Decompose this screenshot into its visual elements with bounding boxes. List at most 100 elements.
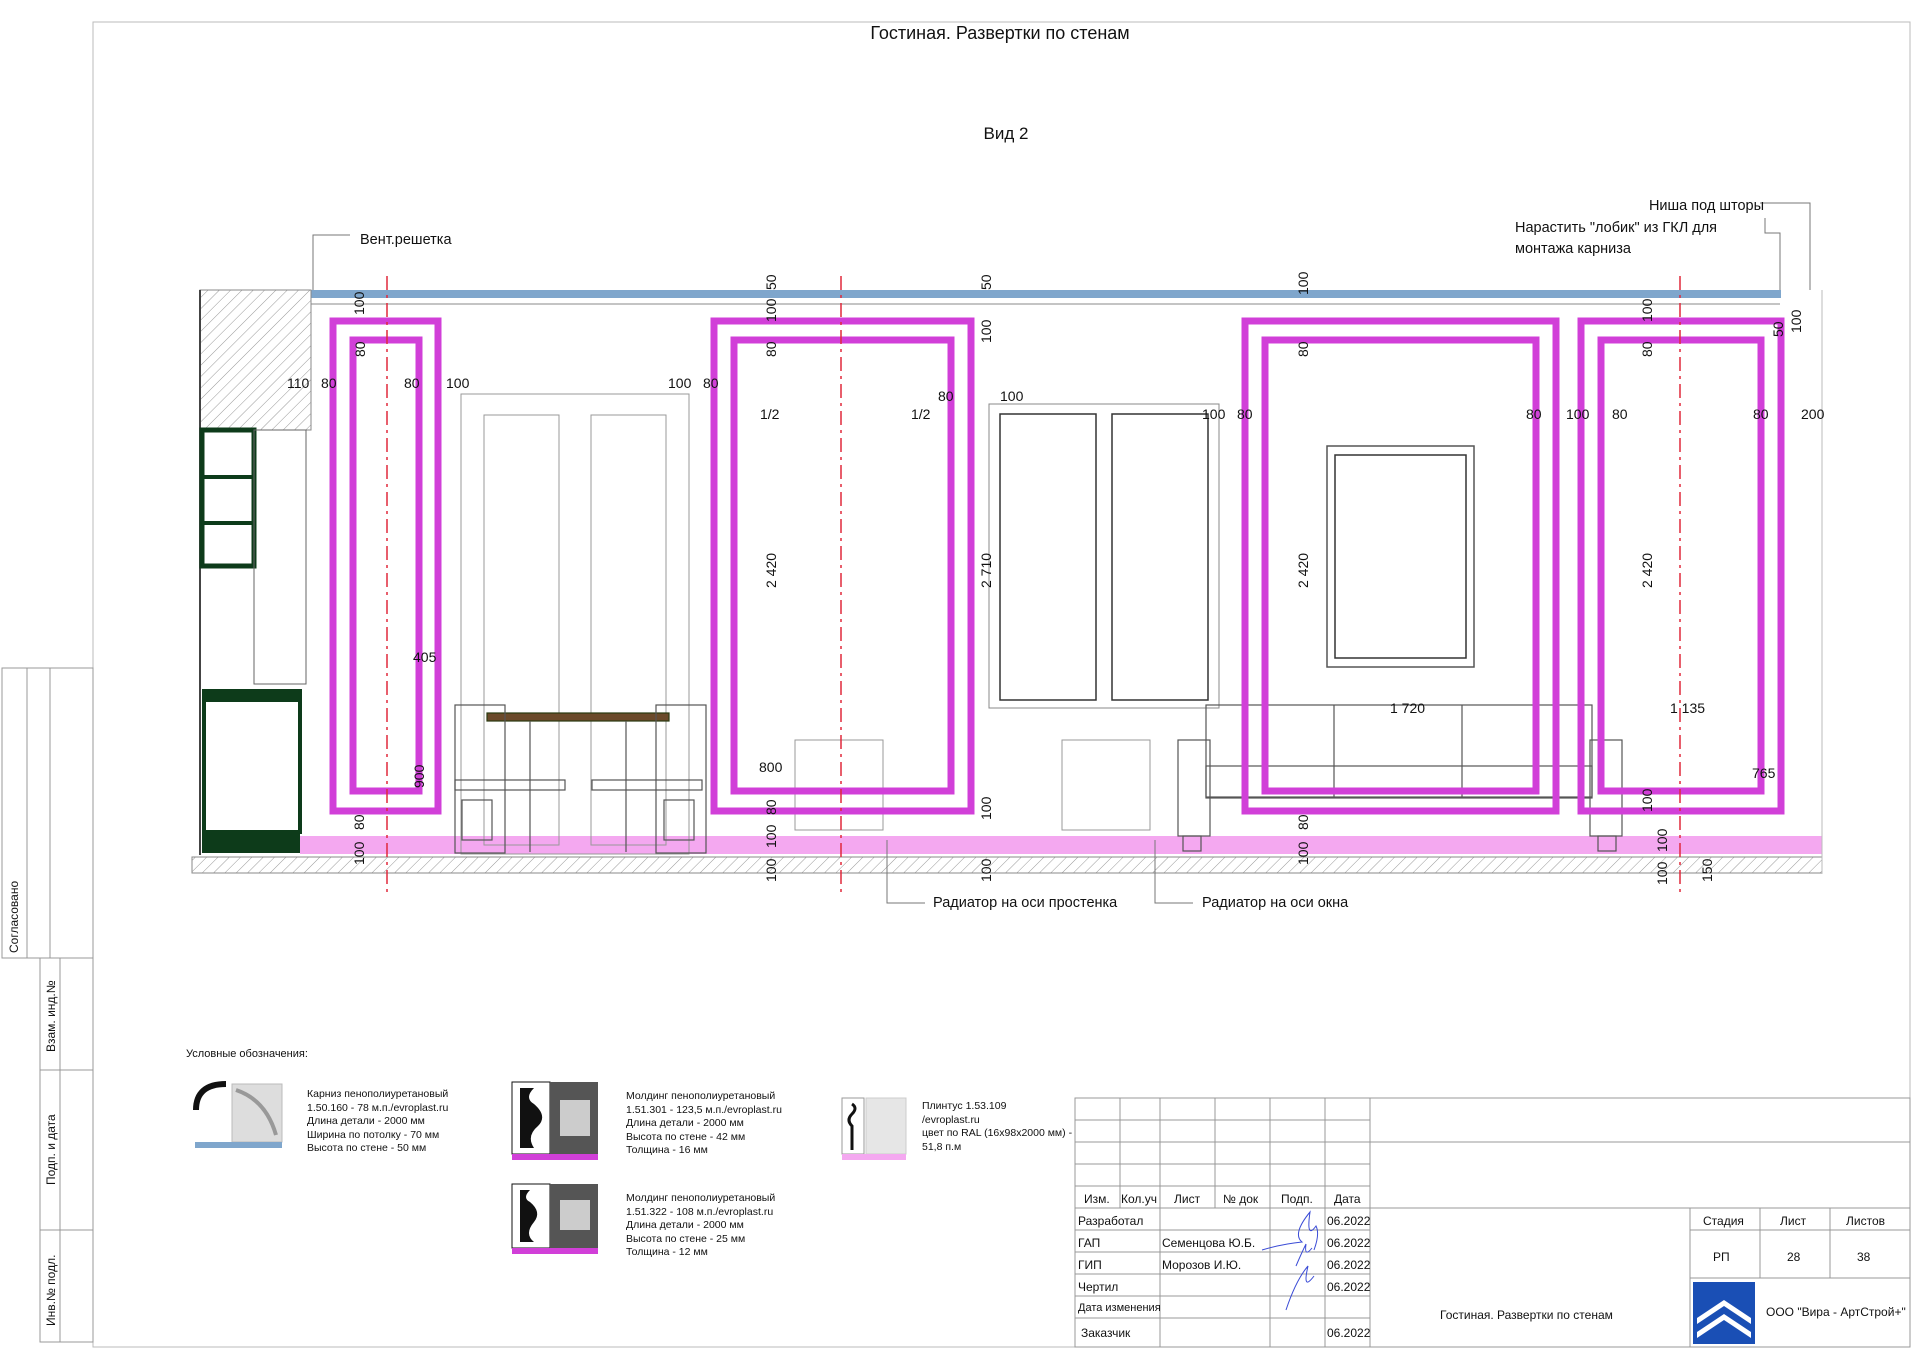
molding-frame-3-outer bbox=[1241, 317, 1560, 815]
molding-frames bbox=[329, 317, 1785, 815]
tb-date: 06.2022 bbox=[1327, 1236, 1371, 1250]
dim-label: 765 bbox=[1752, 765, 1776, 781]
dim-label: 50 bbox=[1770, 321, 1786, 337]
dim-label: 100 bbox=[1566, 406, 1590, 422]
molding-frame-2-outer bbox=[710, 317, 975, 815]
buildup-callout-line1: Нарастить "лобик" из ГКЛ для bbox=[1515, 220, 1717, 236]
radiator-pier bbox=[794, 739, 884, 831]
legend-icons bbox=[193, 1081, 907, 1254]
dim-label: 100 bbox=[763, 824, 779, 848]
molding-frame-4-inner bbox=[1597, 336, 1765, 795]
dim-label: 100 bbox=[978, 858, 994, 882]
legend-text: 1.51.322 - 108 м.п./evroplast.ru bbox=[626, 1205, 774, 1218]
company-logo-icon bbox=[1693, 1282, 1755, 1344]
dim-label: 100 bbox=[978, 796, 994, 820]
legend-heading: Условные обозначения: bbox=[186, 1048, 308, 1060]
dim-label: 800 bbox=[759, 759, 783, 775]
legend-text: /evroplast.ru bbox=[922, 1113, 980, 1126]
window-door bbox=[988, 403, 1220, 709]
side-stamp bbox=[1, 667, 94, 1343]
legend-text: 1.50.160 - 78 м.п./evroplast.ru bbox=[307, 1101, 449, 1114]
wall-elevation bbox=[191, 202, 1823, 904]
tb-role: Дата изменения bbox=[1078, 1302, 1161, 1314]
dim-label: 2 420 bbox=[1295, 553, 1311, 588]
dim-label: 100 bbox=[1000, 388, 1024, 404]
dim-label: 50 bbox=[978, 274, 994, 290]
tb-stage-label: Стадия bbox=[1703, 1214, 1744, 1228]
cornice-strip bbox=[311, 290, 1781, 298]
tb-sheet: 28 bbox=[1787, 1250, 1801, 1264]
dim-label: 100 bbox=[1654, 828, 1670, 852]
dim-label: 2 710 bbox=[978, 553, 994, 588]
legend-text: Длина детали - 2000 мм bbox=[626, 1117, 744, 1129]
tb-role: ГИП bbox=[1078, 1258, 1102, 1272]
sheet-title: Гостиная. Развертки по стенам bbox=[870, 23, 1129, 43]
tb-role: Заказчик bbox=[1081, 1326, 1131, 1340]
dining-set bbox=[454, 704, 707, 854]
dim-label: 100 bbox=[351, 841, 367, 865]
dim-label: 100 bbox=[1202, 406, 1226, 422]
molding-small-profile-icon bbox=[511, 1183, 598, 1254]
dim-label: 150 bbox=[1699, 858, 1715, 882]
tb-header-sign: Подп. bbox=[1281, 1192, 1313, 1206]
tb-role: Разработал bbox=[1078, 1214, 1144, 1228]
skirting-profile-icon bbox=[841, 1097, 907, 1160]
axis-lines bbox=[386, 276, 1681, 893]
title-block-grid bbox=[1074, 1097, 1911, 1348]
tb-date: 06.2022 bbox=[1327, 1214, 1371, 1228]
molding-frame-2-inner bbox=[730, 336, 955, 795]
tb-sheet-label: Лист bbox=[1780, 1214, 1807, 1228]
stamp-sign-date: Подп. и дата bbox=[44, 1114, 58, 1185]
stamp-inv-orig: Инв.№ подл. bbox=[44, 1255, 58, 1326]
dim-label: 1/2 bbox=[760, 406, 780, 422]
legend-item-skirting: Плинтус 1.53.109 /evroplast.ru цвет по R… bbox=[922, 1100, 1072, 1154]
dim-label: 80 bbox=[321, 375, 337, 391]
dim-label: 80 bbox=[763, 341, 779, 357]
dim-label: 80 bbox=[703, 375, 719, 391]
legend-text: Толщина - 12 мм bbox=[626, 1246, 708, 1258]
molding-frame-3-inner bbox=[1261, 336, 1540, 795]
radiator-window-callout: Радиатор на оси окна bbox=[1202, 895, 1349, 911]
dim-label: 100 bbox=[1295, 271, 1311, 295]
dim-label: 100 bbox=[351, 291, 367, 315]
tb-header-date: Дата bbox=[1334, 1192, 1361, 1206]
dim-label: 100 bbox=[763, 298, 779, 322]
dim-label: 100 bbox=[1654, 861, 1670, 885]
wall-picture bbox=[1326, 445, 1475, 668]
legend-text: 1.51.301 - 123,5 м.п./evroplast.ru bbox=[626, 1103, 782, 1116]
dim-label: 100 bbox=[763, 858, 779, 882]
dim-label: 80 bbox=[938, 388, 954, 404]
dim-label: 80 bbox=[1612, 406, 1628, 422]
legend-text: Высота по стене - 42 мм bbox=[626, 1130, 746, 1143]
sofa bbox=[1177, 704, 1623, 852]
dim-label: 80 bbox=[763, 799, 779, 815]
tb-date: 06.2022 bbox=[1327, 1326, 1371, 1340]
tb-stage: РП bbox=[1713, 1250, 1730, 1264]
legend-text: 51,8 п.м bbox=[922, 1140, 962, 1153]
cornice-profile-icon bbox=[193, 1081, 283, 1148]
dim-label: 80 bbox=[1639, 341, 1655, 357]
niche-callout: Ниша под шторы bbox=[1649, 198, 1764, 214]
tb-date: 06.2022 bbox=[1327, 1280, 1371, 1294]
dim-label: 1 135 bbox=[1670, 700, 1705, 716]
dim-label: 80 bbox=[352, 341, 368, 357]
legend-item-cornice: Карниз пенополиуретановый 1.50.160 - 78 … bbox=[307, 1088, 448, 1156]
molding-profile-icon bbox=[511, 1081, 598, 1160]
stamp-replaced-inv: Взам. инд.№ bbox=[44, 980, 58, 1052]
legend-text: Молдинг пенополиуретановый bbox=[626, 1192, 776, 1204]
tb-drawing-name: Гостиная. Развертки по стенам bbox=[1440, 1308, 1613, 1322]
molding-frame-4-outer bbox=[1577, 317, 1785, 815]
molding-frame-1-outer bbox=[329, 317, 442, 815]
dim-label: 80 bbox=[1295, 814, 1311, 830]
legend-text: Ширина по потолку - 70 мм bbox=[307, 1128, 440, 1141]
tb-sheets-label: Листов bbox=[1846, 1214, 1885, 1228]
view-title: Вид 2 bbox=[984, 124, 1029, 143]
tb-header-doc: № док bbox=[1223, 1192, 1259, 1206]
legend-text: Карниз пенополиуретановый bbox=[307, 1088, 449, 1100]
dim-label: 405 bbox=[413, 649, 437, 665]
dim-label: 200 bbox=[1801, 406, 1825, 422]
dim-label: 900 bbox=[411, 764, 427, 788]
tb-role: Чертил bbox=[1078, 1280, 1119, 1294]
dim-label: 2 420 bbox=[1639, 553, 1655, 588]
